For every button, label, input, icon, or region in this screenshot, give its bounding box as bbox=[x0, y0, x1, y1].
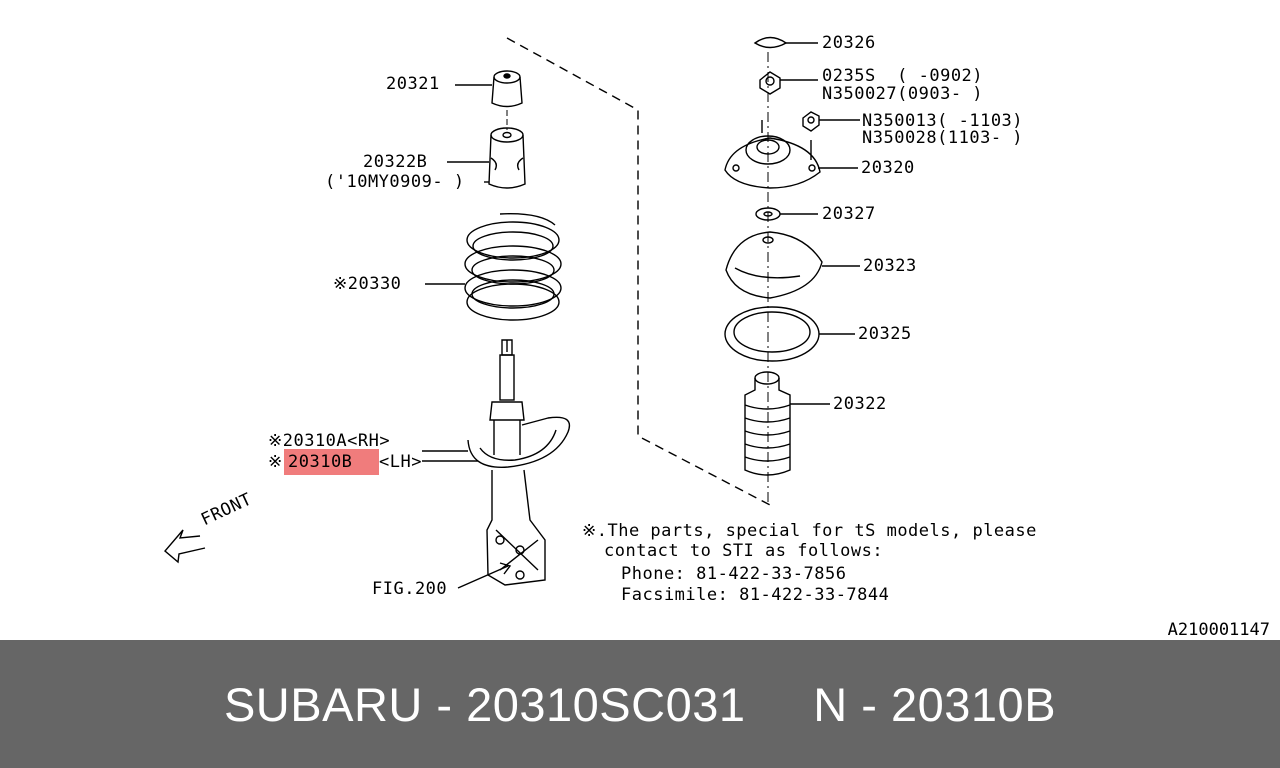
spring-seat-20323 bbox=[725, 231, 823, 299]
callout-20322b-note: ('10MY0909- ) bbox=[325, 172, 465, 192]
note-line-1: ※.The parts, special for tS models, plea… bbox=[582, 521, 1037, 541]
bump-stopper-20322b bbox=[488, 127, 526, 189]
callout-n350013: N350013( -1103) bbox=[862, 111, 1024, 131]
note-line-3: Phone: 81-422-33-7856 bbox=[621, 564, 847, 584]
highlight-box-20310b bbox=[284, 449, 379, 475]
diagram-drawing bbox=[164, 36, 860, 589]
callout-20321: 20321 bbox=[386, 74, 440, 94]
callout-20310b-side: <LH> bbox=[379, 452, 422, 472]
parts-diagram: 20321 20322B ('10MY0909- ) ※20330 ※20310… bbox=[164, 33, 1270, 640]
callout-n350028: N350028(1103- ) bbox=[862, 128, 1024, 148]
cap-20326 bbox=[753, 36, 788, 49]
callout-20325: 20325 bbox=[858, 324, 912, 344]
nut-n350013 bbox=[802, 111, 820, 132]
strut-assembly-20310 bbox=[467, 339, 571, 586]
callout-0235s: 0235S ( -0902) bbox=[822, 66, 984, 86]
callout-20310b-mark: ※ bbox=[268, 452, 283, 472]
callout-20323: 20323 bbox=[863, 256, 917, 276]
footer-part-numbers: SUBARU - 20310SC031 N - 20310B bbox=[223, 677, 1057, 731]
callout-n350027: N350027(0903- ) bbox=[822, 84, 984, 104]
callout-20322b: 20322B bbox=[363, 152, 428, 172]
note-line-2: contact to STI as follows: bbox=[604, 541, 884, 561]
note-line-4: Facsimile: 81-422-33-7844 bbox=[621, 585, 890, 605]
callout-20310a: ※20310A<RH> bbox=[268, 431, 391, 451]
callout-20330: ※20330 bbox=[333, 274, 402, 294]
coil-spring-20330 bbox=[464, 213, 562, 321]
callout-20326: 20326 bbox=[822, 33, 876, 53]
callout-20322: 20322 bbox=[833, 394, 887, 414]
strut-mount-20320 bbox=[724, 120, 821, 189]
fig200-arrow bbox=[457, 562, 512, 589]
callout-20310b[interactable]: 20310B bbox=[288, 452, 353, 472]
callout-20327: 20327 bbox=[822, 204, 876, 224]
nut-0235s bbox=[759, 71, 781, 95]
diagram-code: A210001147 bbox=[1167, 620, 1270, 640]
bump-stopper-20321 bbox=[491, 70, 523, 108]
front-arrow bbox=[164, 529, 206, 564]
rubber-seat-20325 bbox=[724, 306, 820, 362]
callout-20320: 20320 bbox=[861, 158, 915, 178]
dust-boot-20322 bbox=[744, 371, 791, 476]
callout-fig200[interactable]: FIG.200 bbox=[372, 579, 448, 599]
dashed-guide-line bbox=[506, 37, 771, 506]
footer-bar: SUBARU - 20310SC031 N - 20310B bbox=[0, 640, 1280, 768]
